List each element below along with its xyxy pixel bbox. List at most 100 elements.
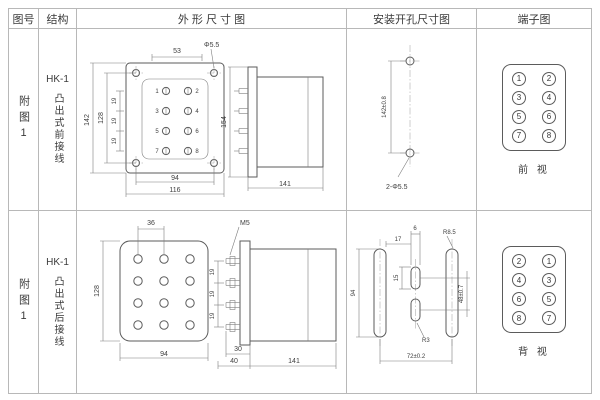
terminal-circle: 1 xyxy=(512,71,526,86)
dim-label-154: 154 xyxy=(221,116,228,128)
slot-pattern xyxy=(373,239,458,347)
structure-cell-1: HK-1 凸出式前接线 xyxy=(39,29,77,210)
table-header: 图号 结构 外 形 尺 寸 图 安装开孔尺寸图 端子图 xyxy=(9,9,591,29)
model-label: HK-1 xyxy=(46,74,69,85)
terminal-circle: 2 xyxy=(542,71,556,86)
terminal-circle: 6 xyxy=(542,109,556,124)
dim-label-72-tol: 72±0.2 xyxy=(406,354,425,360)
dim-94: 94 xyxy=(351,248,380,338)
terminal-no: 1 xyxy=(155,89,159,95)
header-fig-no: 图号 xyxy=(9,9,39,28)
dim-m5: M5 xyxy=(229,220,250,256)
row-rear-wiring: 附图1 HK-1 凸出式后接线 xyxy=(9,211,591,393)
dim-label-94: 94 xyxy=(171,175,179,182)
view-label-back: 背 视 xyxy=(518,347,550,358)
terminal-no: 4 xyxy=(195,109,199,115)
outline-drawing-front-wiring: 1 2 3 4 5 6 7 8 53 Φ5.5 xyxy=(84,42,323,197)
spec-sheet: 图号 结构 外 形 尺 寸 图 安装开孔尺寸图 端子图 附图1 HK-1 凸出式… xyxy=(8,8,592,394)
dim-72-tol: 72±0.2 xyxy=(379,339,452,364)
dim-label-94: 94 xyxy=(351,289,357,296)
outline-drawing-cell-1: 1 2 3 4 5 6 7 8 53 Φ5.5 xyxy=(77,29,347,210)
dim-label-19: 19 xyxy=(210,312,216,319)
dim-141: 141 xyxy=(247,166,323,191)
header-terminal-diagram: 端子图 xyxy=(517,13,551,26)
terminal-cell-back: 2 1 4 3 6 5 8 7 背 视 xyxy=(477,211,591,393)
dim-94: 94 xyxy=(135,166,214,185)
dim-pitch-19: 19 19 19 xyxy=(112,90,124,151)
dim-15: 15 xyxy=(394,266,411,290)
terminal-circle: 4 xyxy=(542,90,556,105)
figure-number: 附图1 xyxy=(17,95,30,144)
figure-number: 附图1 xyxy=(17,277,30,327)
mounting-slots-drawing: 17 6 15 48±0.7 xyxy=(351,226,470,364)
dim-r3: R3 xyxy=(416,322,430,344)
front-view-flange xyxy=(125,62,224,173)
dim-94: 94 xyxy=(119,343,208,361)
dim-label-19: 19 xyxy=(112,117,118,124)
dim-48-tol: 48±0.7 xyxy=(419,271,470,317)
dim-label-19: 19 xyxy=(112,97,118,104)
structure-label: 凸出式前接线 xyxy=(51,93,63,165)
dim-label-19: 19 xyxy=(210,268,216,275)
model-label: HK-1 xyxy=(46,256,69,268)
terminal-diagram: 1 2 3 4 5 6 7 8 xyxy=(502,63,566,151)
header-outline-dims: 外 形 尺 寸 图 xyxy=(77,9,347,28)
dim-label-30: 30 xyxy=(234,346,242,353)
terminal-circle: 8 xyxy=(512,311,526,325)
dim-label-19: 19 xyxy=(210,290,216,297)
terminal-cell-front: 1 2 3 4 5 6 7 8 前 视 xyxy=(477,29,591,210)
mounting-holes xyxy=(128,65,221,170)
dim-154: 154 xyxy=(221,66,248,177)
terminal-circle: 3 xyxy=(542,273,556,287)
terminal-no: 2 xyxy=(195,89,199,95)
terminal-circle: 7 xyxy=(512,128,526,143)
dim-label-142-tol: 142±0.8 xyxy=(382,95,388,117)
dim-label-141: 141 xyxy=(279,181,291,188)
terminal-circle: 2 xyxy=(512,254,526,268)
dim-label-48-tol: 48±0.7 xyxy=(459,284,465,303)
dim-116: 116 xyxy=(125,172,224,197)
terminal-circle: 5 xyxy=(512,109,526,124)
dim-30: 30 xyxy=(225,331,250,369)
dim-53: 53 xyxy=(151,48,202,61)
holes-callout: 2-Φ5.5 xyxy=(386,157,409,191)
dim-142: 142 xyxy=(84,62,126,173)
dim-label-r8-5: R8.5 xyxy=(443,230,456,236)
dim-label-141: 141 xyxy=(288,358,300,365)
terminal-no: 7 xyxy=(155,149,159,155)
terminal-circle: 5 xyxy=(542,292,556,306)
dim-142-tol: 142±0.8 xyxy=(382,60,406,153)
rear-view xyxy=(119,240,208,342)
dim-36: 36 xyxy=(137,220,164,254)
dim-label-r3: R3 xyxy=(422,338,430,344)
dim-label-6: 6 xyxy=(413,226,417,232)
terminal-no: 8 xyxy=(195,149,199,155)
dim-128: 128 xyxy=(94,240,120,342)
terminal-circle: 4 xyxy=(512,273,526,287)
view-label-front: 前 视 xyxy=(518,164,550,176)
header-structure: 结构 xyxy=(39,9,77,28)
terminal-circle: 1 xyxy=(542,254,556,268)
terminal-diagram: 2 1 4 3 6 5 8 7 xyxy=(502,246,566,333)
dim-label-53: 53 xyxy=(173,48,181,55)
dim-label-phi5-5: Φ5.5 xyxy=(204,42,219,49)
outline-drawing-rear-wiring: 36 128 94 xyxy=(94,220,336,369)
fig-no-cell-1: 附图1 xyxy=(9,29,39,210)
fig-no-cell-2: 附图1 xyxy=(9,211,39,393)
mounting-drawing-cell-2: 17 6 15 48±0.7 xyxy=(347,211,477,393)
dim-label-128: 128 xyxy=(94,285,101,297)
dim-r8-5: R8.5 xyxy=(443,230,456,249)
dim-label-128: 128 xyxy=(98,112,105,124)
dim-128: 128 xyxy=(98,72,136,163)
terminal-screws: 1 2 3 4 5 6 7 8 xyxy=(155,86,199,155)
mounting-drawing-cell-1: 142±0.8 2-Φ5.5 xyxy=(347,29,477,210)
dim-label-17: 17 xyxy=(394,237,401,243)
dim-label-m5: M5 xyxy=(240,220,250,227)
dim-pitch-19: 19 19 19 xyxy=(210,260,224,328)
outline-drawing-cell-2: 36 128 94 xyxy=(77,211,347,393)
dim-6: 6 xyxy=(410,226,420,265)
dim-17: 17 xyxy=(385,231,411,265)
dim-label-94: 94 xyxy=(160,351,168,358)
structure-cell-2: HK-1 凸出式后接线 xyxy=(39,211,77,393)
terminal-no: 3 xyxy=(155,109,159,115)
